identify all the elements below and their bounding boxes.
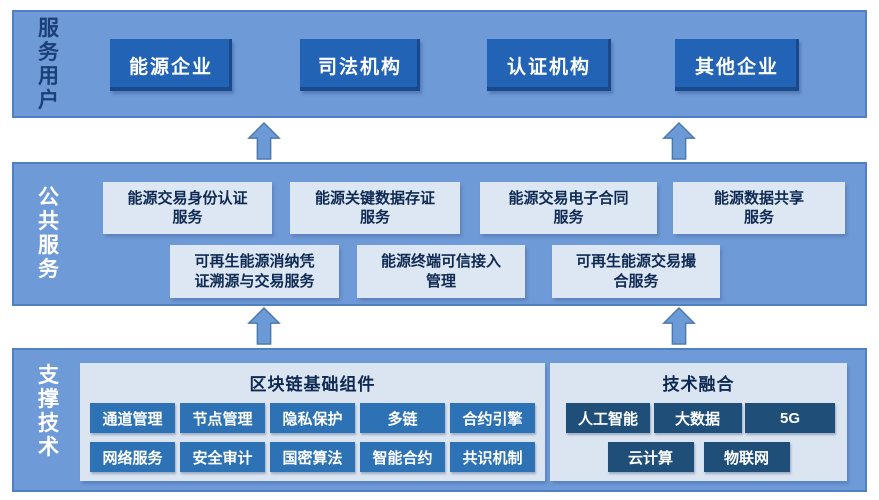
chip-iot: 物联网 — [703, 442, 790, 472]
chip-security-audit: 安全审计 — [180, 442, 265, 472]
up-arrow-icon — [662, 122, 696, 160]
layer-supporting-tech: 支撑技术 区块链基础组件 通道管理 节点管理 隐私保护 多链 合约引擎 网络服务… — [12, 348, 867, 492]
up-arrow-icon — [662, 307, 696, 345]
layer-label-supporting-tech: 支撑技术 — [38, 364, 60, 460]
up-arrow-icon — [247, 122, 281, 160]
chip-contract-engine: 合约引擎 — [450, 403, 535, 433]
chip-consensus: 共识机制 — [450, 442, 535, 472]
svc-data-sharing: 能源数据共享 服务 — [673, 182, 845, 234]
panel-blockchain-components: 区块链基础组件 通道管理 节点管理 隐私保护 多链 合约引擎 网络服务 安全审计… — [80, 363, 545, 481]
fusion-row-1: 人工智能 大数据 5G — [550, 403, 847, 433]
layer-label-public-services: 公共服务 — [38, 186, 60, 282]
chip-network-service: 网络服务 — [90, 442, 175, 472]
chip-cloud-computing: 云计算 — [607, 442, 694, 472]
layer-label-service-users: 服务用户 — [38, 17, 60, 113]
layer-public-services: 公共服务 能源交易身份认证 服务 能源关键数据存证 服务 能源交易电子合同 服务… — [12, 162, 867, 306]
layer-service-users: 服务用户 能源企业 司法机构 认证机构 其他企业 — [12, 10, 867, 118]
blockchain-row-2: 网络服务 安全审计 国密算法 智能合约 共识机制 — [80, 442, 545, 472]
box-certification-institution: 认证机构 — [487, 39, 611, 91]
box-judicial-institution: 司法机构 — [300, 39, 420, 91]
chip-5g: 5G — [745, 403, 835, 433]
panel-title-blockchain: 区块链基础组件 — [249, 375, 376, 394]
svc-e-contract: 能源交易电子合同 服务 — [480, 182, 657, 234]
chip-privacy-protection: 隐私保护 — [270, 403, 355, 433]
blockchain-row-1: 通道管理 节点管理 隐私保护 多链 合约引擎 — [80, 403, 545, 433]
svc-terminal-trusted-access: 能源终端可信接入 管理 — [357, 245, 525, 298]
chip-sm-crypto: 国密算法 — [270, 442, 355, 472]
chip-node-mgmt: 节点管理 — [180, 403, 265, 433]
svc-identity-auth: 能源交易身份认证 服务 — [103, 182, 272, 234]
chip-multichain: 多链 — [360, 403, 445, 433]
panel-tech-fusion: 技术融合 人工智能 大数据 5G 云计算 物联网 — [550, 363, 847, 481]
chip-ai: 人工智能 — [566, 403, 650, 433]
chip-bigdata: 大数据 — [653, 403, 742, 433]
chip-smart-contract: 智能合约 — [360, 442, 445, 472]
box-other-enterprise: 其他企业 — [675, 39, 799, 91]
panel-title-fusion: 技术融合 — [662, 375, 735, 394]
box-energy-enterprise: 能源企业 — [110, 39, 232, 91]
svc-trade-matching: 可再生能源交易撮 合服务 — [552, 245, 720, 298]
svc-rec-trace-trade: 可再生能源消纳凭 证溯源与交易服务 — [170, 245, 339, 298]
fusion-row-2: 云计算 物联网 — [550, 442, 847, 472]
svc-key-data-deposit: 能源关键数据存证 服务 — [290, 182, 460, 234]
up-arrow-icon — [247, 307, 281, 345]
chip-channel-mgmt: 通道管理 — [90, 403, 175, 433]
